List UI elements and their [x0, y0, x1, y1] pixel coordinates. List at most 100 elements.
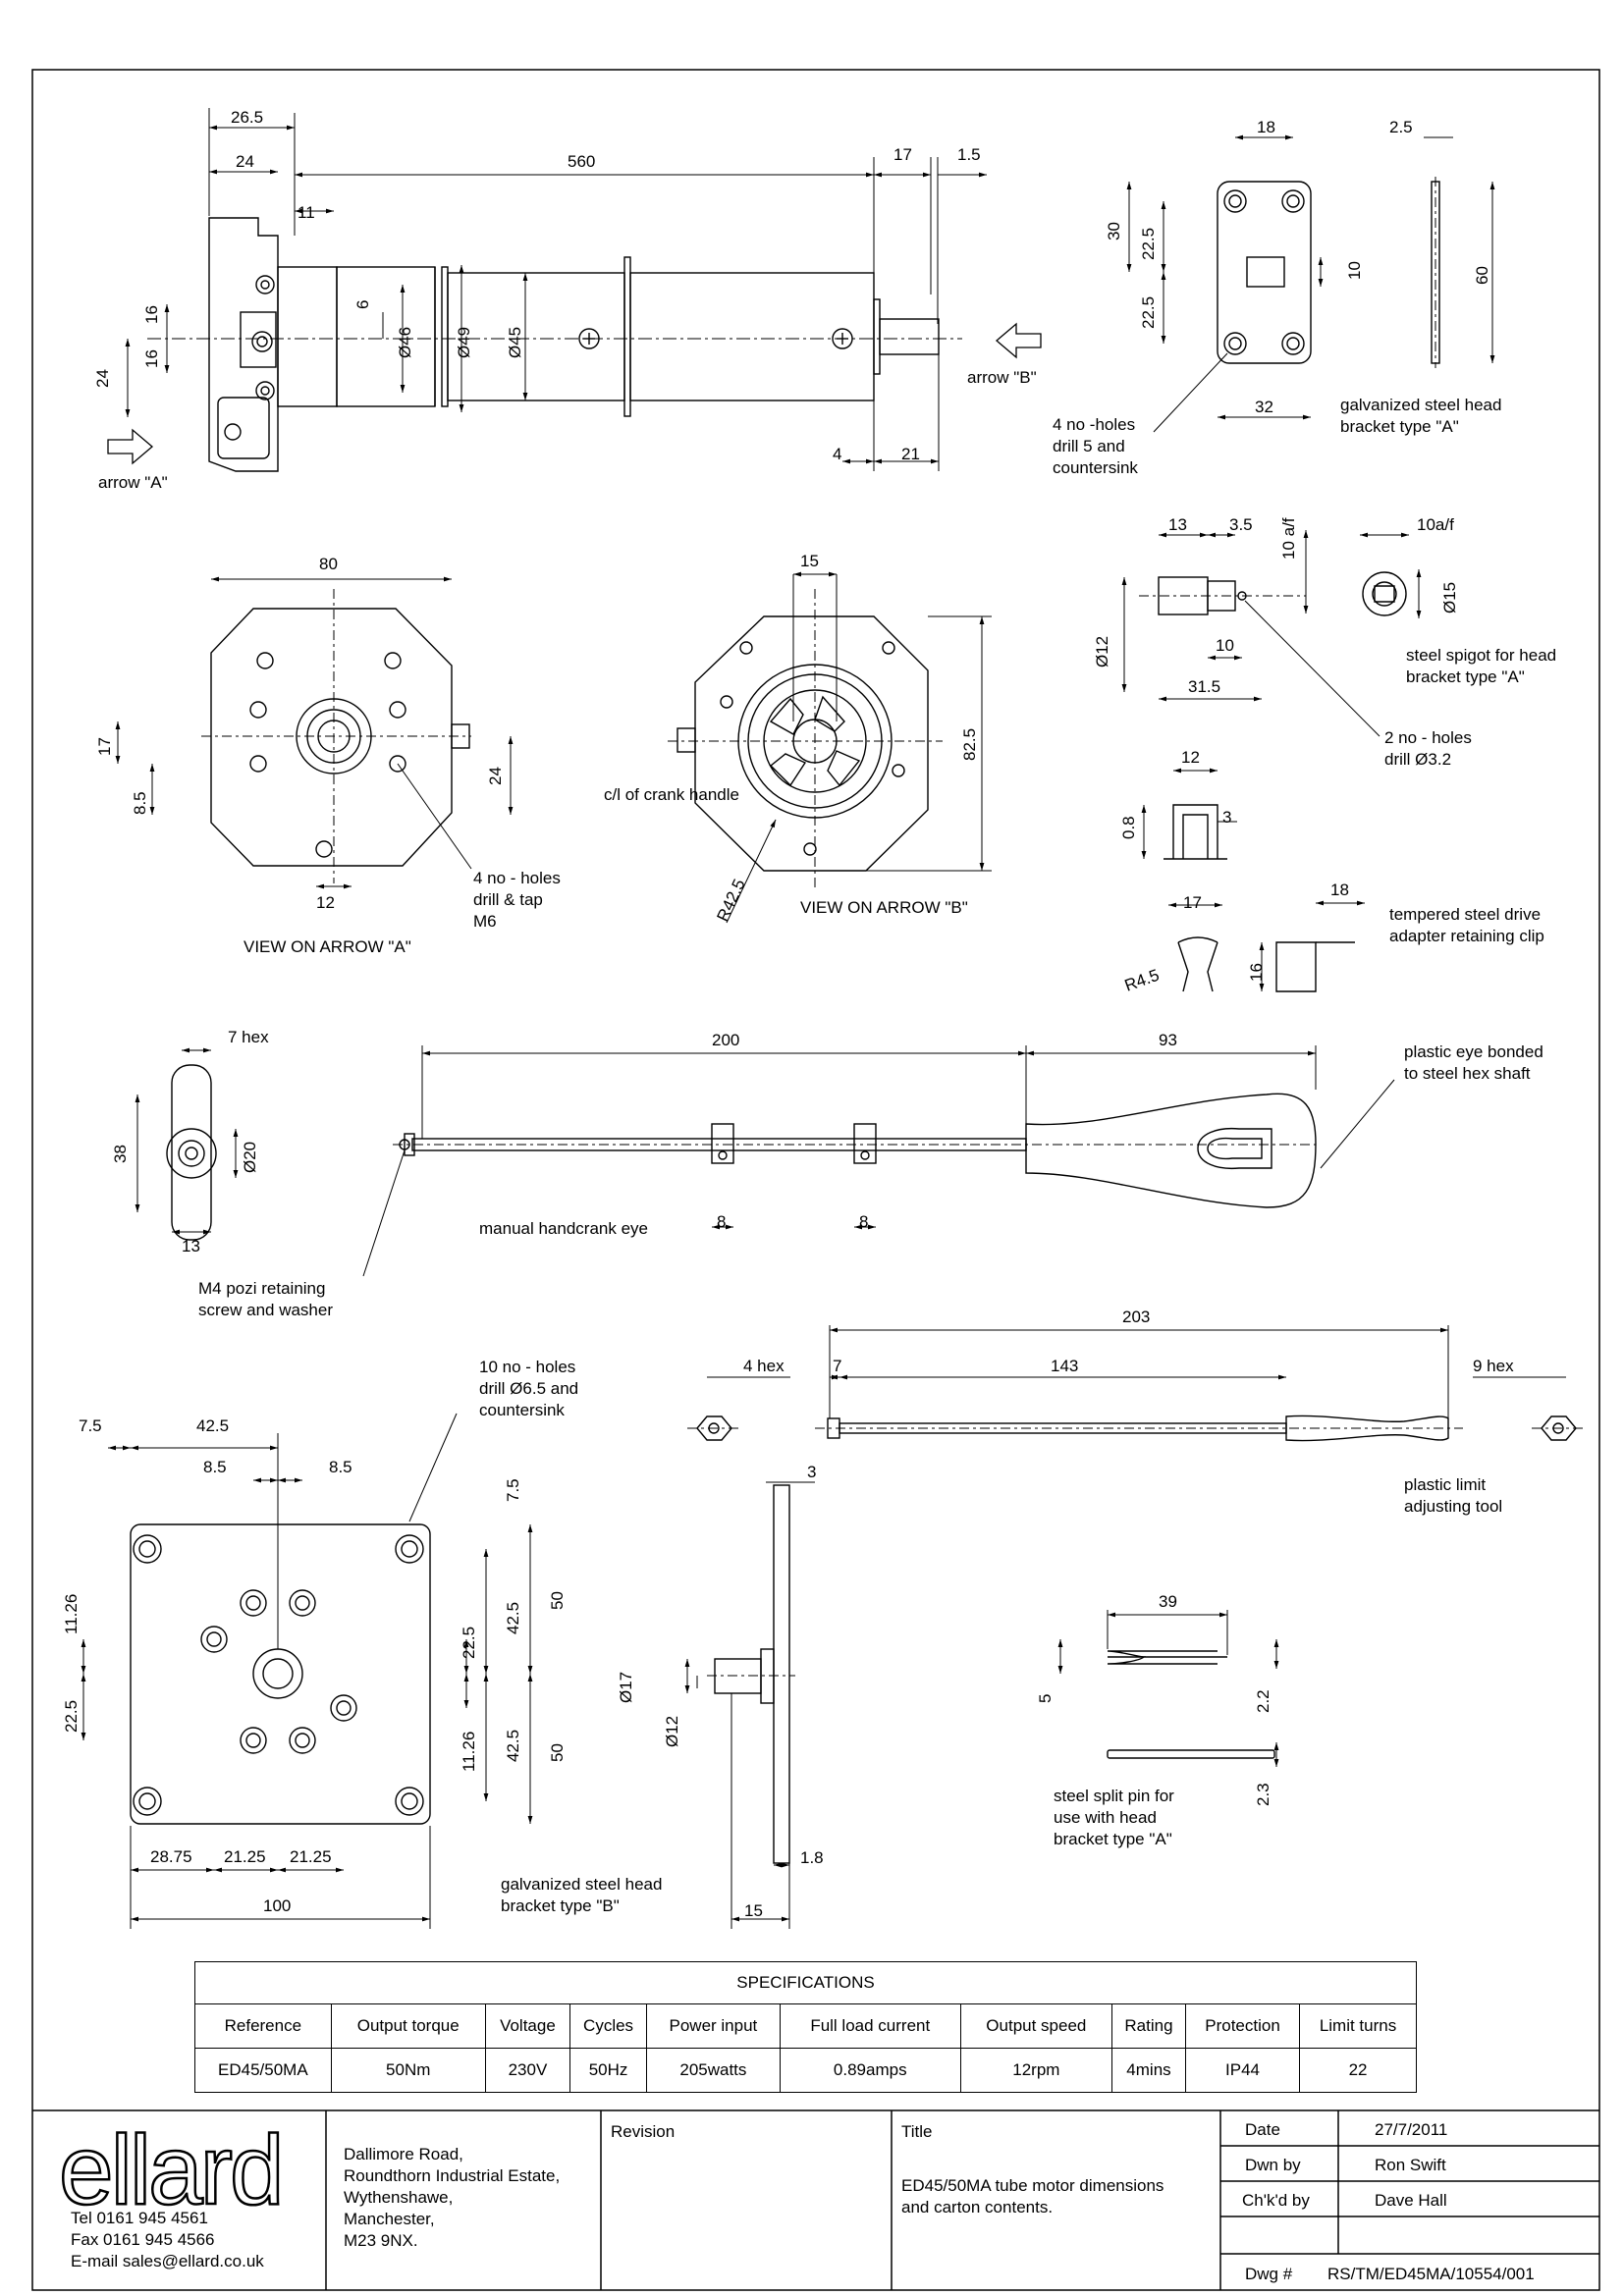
value-reference: ED45/50MA [194, 2048, 332, 2093]
dimension-label: Fax 0161 945 4566 [71, 2230, 215, 2249]
dim-560: 560 [568, 152, 595, 171]
clip-dims: 12 0.8 3 17 18 16 R4.5 [1119, 748, 1349, 995]
dim-16a: 16 [142, 305, 161, 324]
title-label: Title [901, 2122, 933, 2141]
dim-21: 21 [901, 445, 920, 463]
dimension-label: Ø20 [241, 1142, 259, 1173]
date-label: Date [1245, 2120, 1280, 2139]
dimension-label: R4.5 [1122, 966, 1162, 995]
drawing-number-value: RS/TM/ED45MA/10554/001 [1327, 2265, 1535, 2283]
dimension-label: 3 [1222, 808, 1231, 827]
dimension-label: to steel hex shaft [1404, 1064, 1531, 1083]
dimension-label: countersink [1053, 458, 1138, 477]
spigot-drawing [1139, 571, 1407, 616]
dimension-label: Manchester, [344, 2210, 435, 2228]
dim-30: 30 [1105, 222, 1123, 240]
dimension-label: 18 [1330, 881, 1349, 899]
handcrank-screw-label: M4 pozi retaining screw and washer [198, 1279, 333, 1319]
header-cycles: Cycles [569, 2003, 647, 2049]
header-reference: Reference [194, 2003, 332, 2049]
dimension-label: 8 [859, 1212, 868, 1231]
clip-label: tempered steel drive adapter retaining c… [1389, 905, 1544, 945]
dimension-label: 17 [1183, 893, 1202, 912]
dimension-label: 8.5 [131, 791, 149, 815]
dimension-label: adjusting tool [1404, 1497, 1502, 1516]
dimension-label: bracket type "B" [501, 1896, 620, 1915]
value-rating: 4mins [1110, 2048, 1187, 2093]
motor-dimension-lines [125, 108, 987, 471]
dimension-label: 5 [1036, 1694, 1055, 1703]
dimension-label: Dallimore Road, [344, 2145, 463, 2163]
dimension-label: 21.25 [290, 1847, 332, 1866]
value-limit-turns: 22 [1299, 2048, 1417, 2093]
dimension-label: 0.8 [1119, 816, 1138, 839]
dim-10: 10 [1345, 261, 1364, 280]
dimension-label: Ø12 [1093, 636, 1111, 667]
dimension-label: 3 [807, 1463, 816, 1481]
dimension-label: drill Ø3.2 [1384, 750, 1451, 769]
handcrank-dim-lines [135, 1045, 1395, 1277]
dimension-label: 143 [1051, 1357, 1078, 1375]
dimension-label: 24 [486, 767, 505, 785]
dim-dia46: Ø46 [396, 327, 414, 358]
specifications-header-row: Reference Output torque Voltage Cycles P… [194, 2003, 1417, 2049]
dimension-label: 10a/f [1417, 515, 1454, 534]
value-output-speed: 12rpm [959, 2048, 1112, 2093]
dimension-label: 50 [548, 1743, 567, 1762]
dimension-label: 7 hex [228, 1028, 269, 1046]
dimension-label: plastic eye bonded [1404, 1042, 1543, 1061]
bracket-a-hole-note: 4 no -holes drill 5 and countersink [1053, 415, 1138, 477]
header-output-torque: Output torque [330, 2003, 486, 2049]
dimension-label: 15 [744, 1901, 763, 1920]
checked-by-value: Dave Hall [1375, 2191, 1447, 2210]
dimension-label: 3.5 [1229, 515, 1253, 534]
dimension-label: 4 no - holes [473, 869, 561, 887]
dim-18: 18 [1257, 118, 1275, 136]
dimension-label: 2.2 [1254, 1689, 1272, 1713]
view-b-drawing [677, 615, 929, 872]
dimension-label: 2 no - holes [1384, 728, 1472, 747]
title-block [32, 2109, 1599, 2290]
clip-drawing [1164, 804, 1355, 992]
dimension-label: 21.25 [224, 1847, 266, 1866]
value-cycles: 50Hz [569, 2048, 647, 2093]
dimension-label: 11.26 [460, 1732, 478, 1772]
bracket-b-label: galvanized steel head bracket type "B" [501, 1875, 662, 1915]
spigot-label: steel spigot for head bracket type "A" [1406, 646, 1556, 686]
dimension-label: 12 [316, 893, 335, 912]
bracket-b-drawing [130, 1484, 795, 1864]
dim-60: 60 [1473, 266, 1491, 285]
dimension-label: galvanized steel head [1340, 396, 1501, 414]
dimension-label: 13 [1168, 515, 1187, 534]
dimension-label: M6 [473, 912, 497, 931]
checked-by-label: Ch'k'd by [1242, 2191, 1310, 2210]
header-output-speed: Output speed [959, 2003, 1112, 2049]
drawing-number-label: Dwg # [1245, 2265, 1293, 2283]
spigot-hole-note: 2 no - holes drill Ø3.2 [1384, 728, 1472, 769]
dimension-label: steel split pin for [1054, 1787, 1174, 1805]
handcrank-drawing [166, 1064, 1317, 1241]
arrow-a-label: arrow "A" [98, 473, 168, 492]
limit-tool-label: plastic limit adjusting tool [1404, 1475, 1502, 1516]
split-pin-label: steel split pin for use with head bracke… [1054, 1787, 1174, 1848]
dimension-label: 50 [548, 1591, 567, 1610]
dim-22-5a: 22.5 [1139, 228, 1158, 260]
revision-label: Revision [611, 2122, 675, 2141]
dim-11: 11 [298, 203, 315, 222]
dimension-label: Roundthorn Industrial Estate, [344, 2166, 560, 2185]
dimension-label: 9 hex [1473, 1357, 1514, 1375]
specifications-title: SPECIFICATIONS [194, 1961, 1417, 2004]
dimension-label: 38 [111, 1145, 130, 1163]
motor-dims-text: 26.5 24 560 17 1.5 11 16 16 24 6 Ø46 Ø49… [93, 108, 981, 463]
dim-dia45: Ø45 [506, 327, 524, 358]
split-pin-dim-lines [1057, 1610, 1279, 1767]
value-power-input: 205watts [645, 2048, 781, 2093]
dimension-label: bracket type "A" [1054, 1830, 1172, 1848]
dimension-label: 10 [1216, 636, 1234, 655]
dimension-label: E-mail sales@ellard.co.uk [71, 2252, 264, 2270]
dim-dia49: Ø49 [455, 327, 473, 358]
bracket-a-label: galvanized steel head bracket type "A" [1340, 396, 1501, 436]
dimension-label: 93 [1159, 1031, 1177, 1049]
dimension-label: 10 a/f [1279, 517, 1298, 560]
split-pin-drawing [1107, 1650, 1275, 1759]
